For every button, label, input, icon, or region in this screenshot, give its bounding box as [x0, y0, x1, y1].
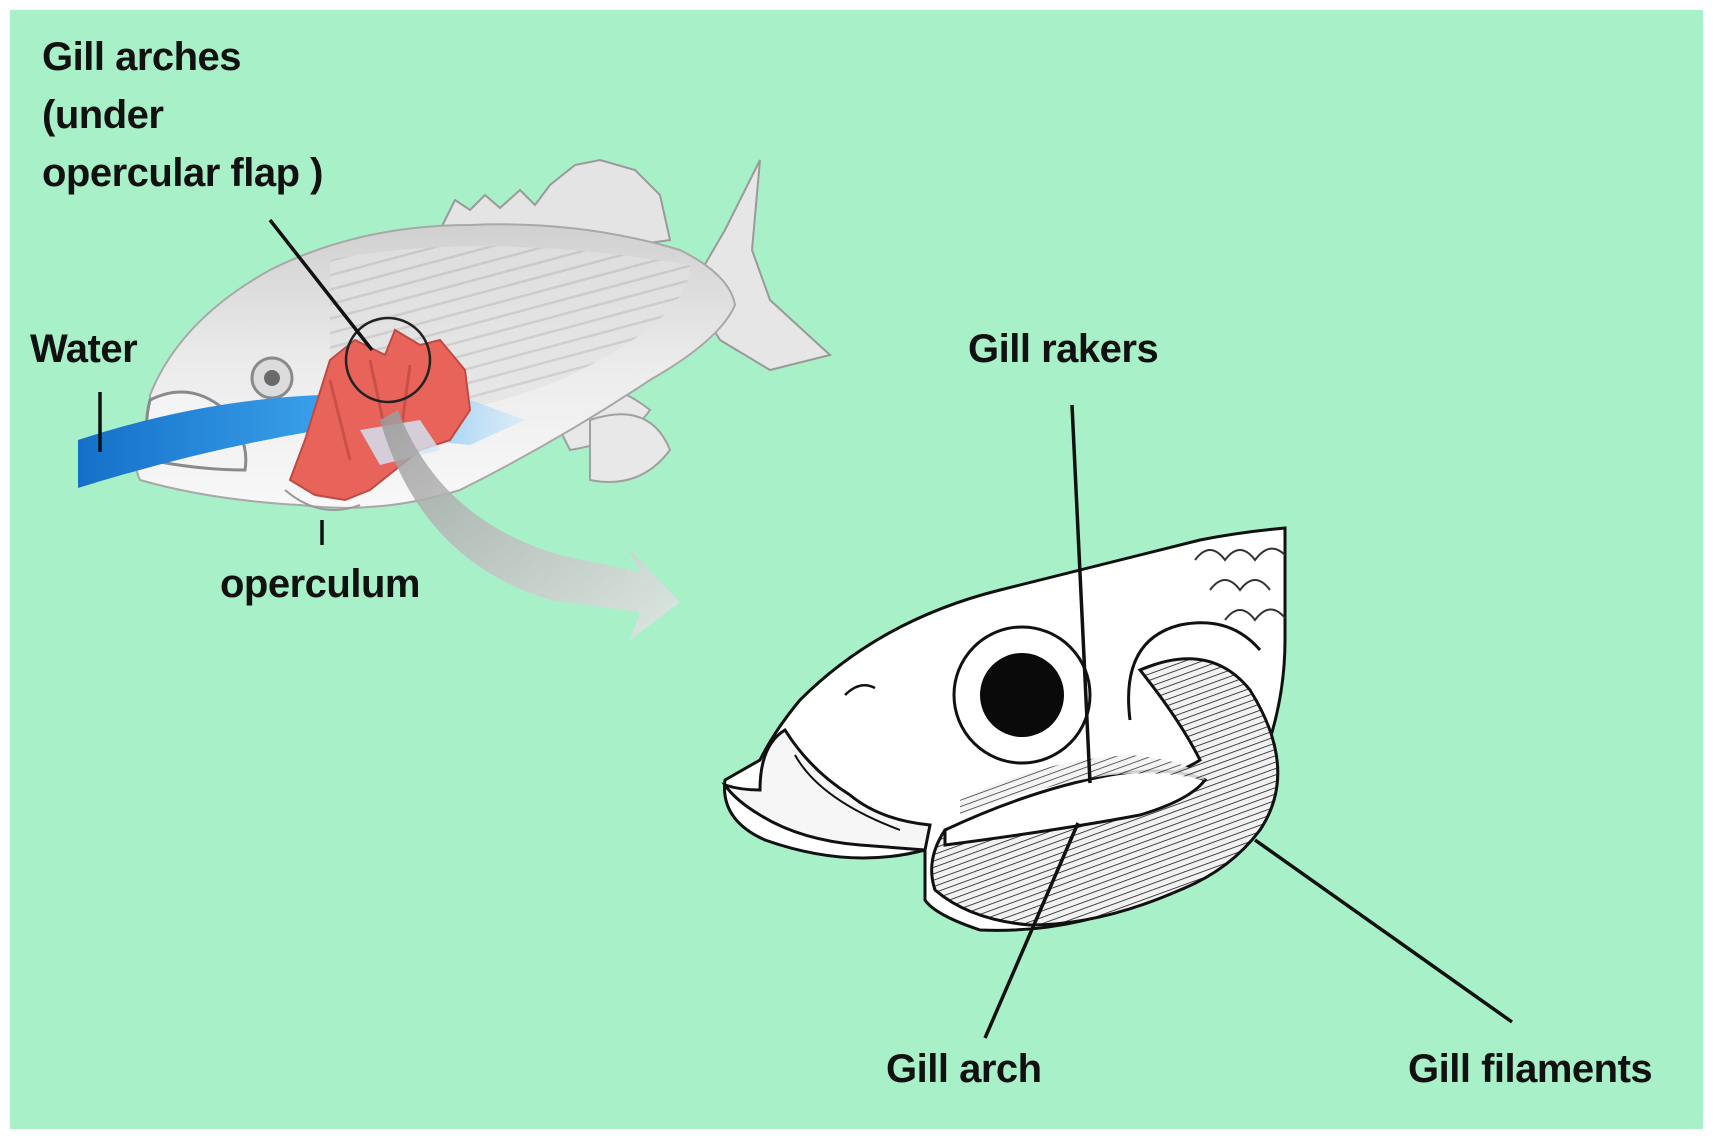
label-gill-arch: Gill arch	[886, 1040, 1042, 1098]
leader-gill-filaments	[1255, 840, 1512, 1022]
label-gill-rakers: Gill rakers	[968, 320, 1158, 378]
label-gill-arches-line3: opercular flap )	[42, 144, 323, 202]
label-water: Water	[30, 320, 137, 378]
label-gill-arches-line2: (under	[42, 86, 323, 144]
anal-fin	[590, 414, 670, 482]
label-gill-arches: Gill arches (under opercular flap )	[42, 28, 323, 202]
fish-illustration	[78, 160, 830, 510]
tail-fin	[690, 160, 830, 370]
label-gill-arches-line1: Gill arches	[42, 28, 323, 86]
label-gill-filaments: Gill filaments	[1408, 1040, 1652, 1098]
fish-head-illustration	[725, 528, 1286, 930]
label-operculum: operculum	[220, 555, 420, 613]
